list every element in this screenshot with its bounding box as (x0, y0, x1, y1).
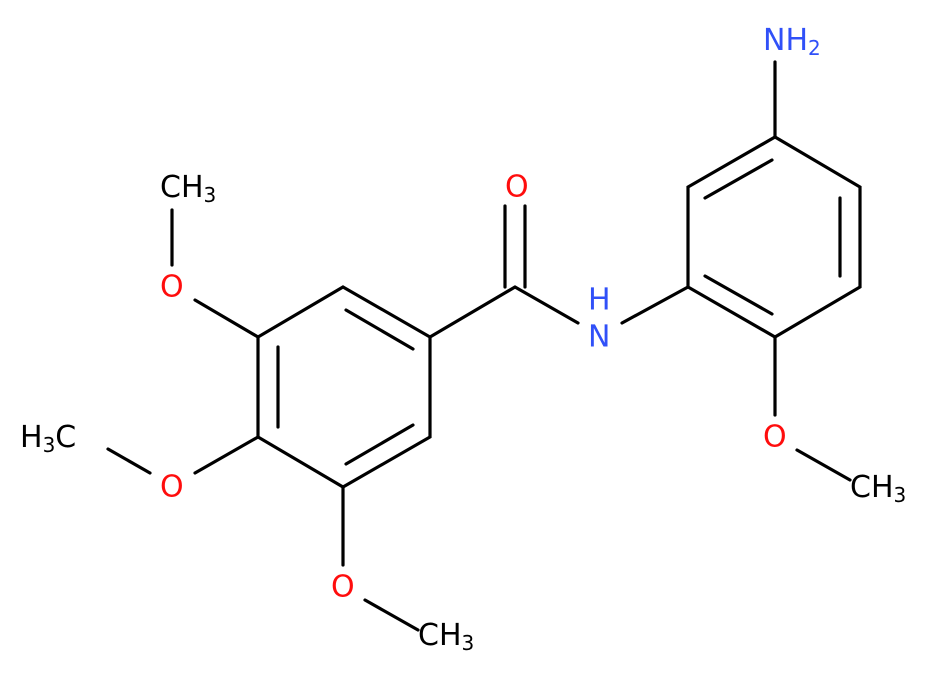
atom-ome-bot-o: O (331, 570, 355, 605)
bond (428, 285, 517, 339)
atom-ome-mid-o: O (160, 470, 184, 505)
atom-ome-bot-c: CH3 (418, 618, 474, 656)
double-bond-inner (344, 423, 415, 466)
bond (513, 285, 580, 325)
double-bond-inner (344, 308, 415, 351)
atom-amide-h: H (588, 283, 611, 318)
atom-amide-n: N (588, 320, 610, 355)
atom-labels: O H N NH2 O CH3 O CH3 O H3C O CH3 (20, 23, 906, 656)
bond (363, 598, 420, 632)
bond (620, 285, 690, 325)
atom-ome-right-c: CH3 (850, 470, 906, 508)
bond (193, 298, 260, 339)
bond (686, 135, 862, 339)
bonds (106, 60, 862, 632)
atom-amine: NH2 (763, 23, 821, 61)
bond (795, 448, 852, 482)
bond (193, 435, 260, 475)
atom-ome-top-c: CH3 (160, 170, 216, 208)
atom-ome-mid-c: H3C (20, 420, 76, 458)
bond (106, 447, 152, 475)
double-bond-inner (703, 274, 774, 316)
double-bond-inner (703, 158, 774, 200)
atom-ome-right-o: O (763, 420, 787, 455)
bond (256, 285, 432, 489)
atom-ome-top-o: O (160, 270, 184, 305)
atom-carbonyl-o: O (505, 170, 529, 205)
